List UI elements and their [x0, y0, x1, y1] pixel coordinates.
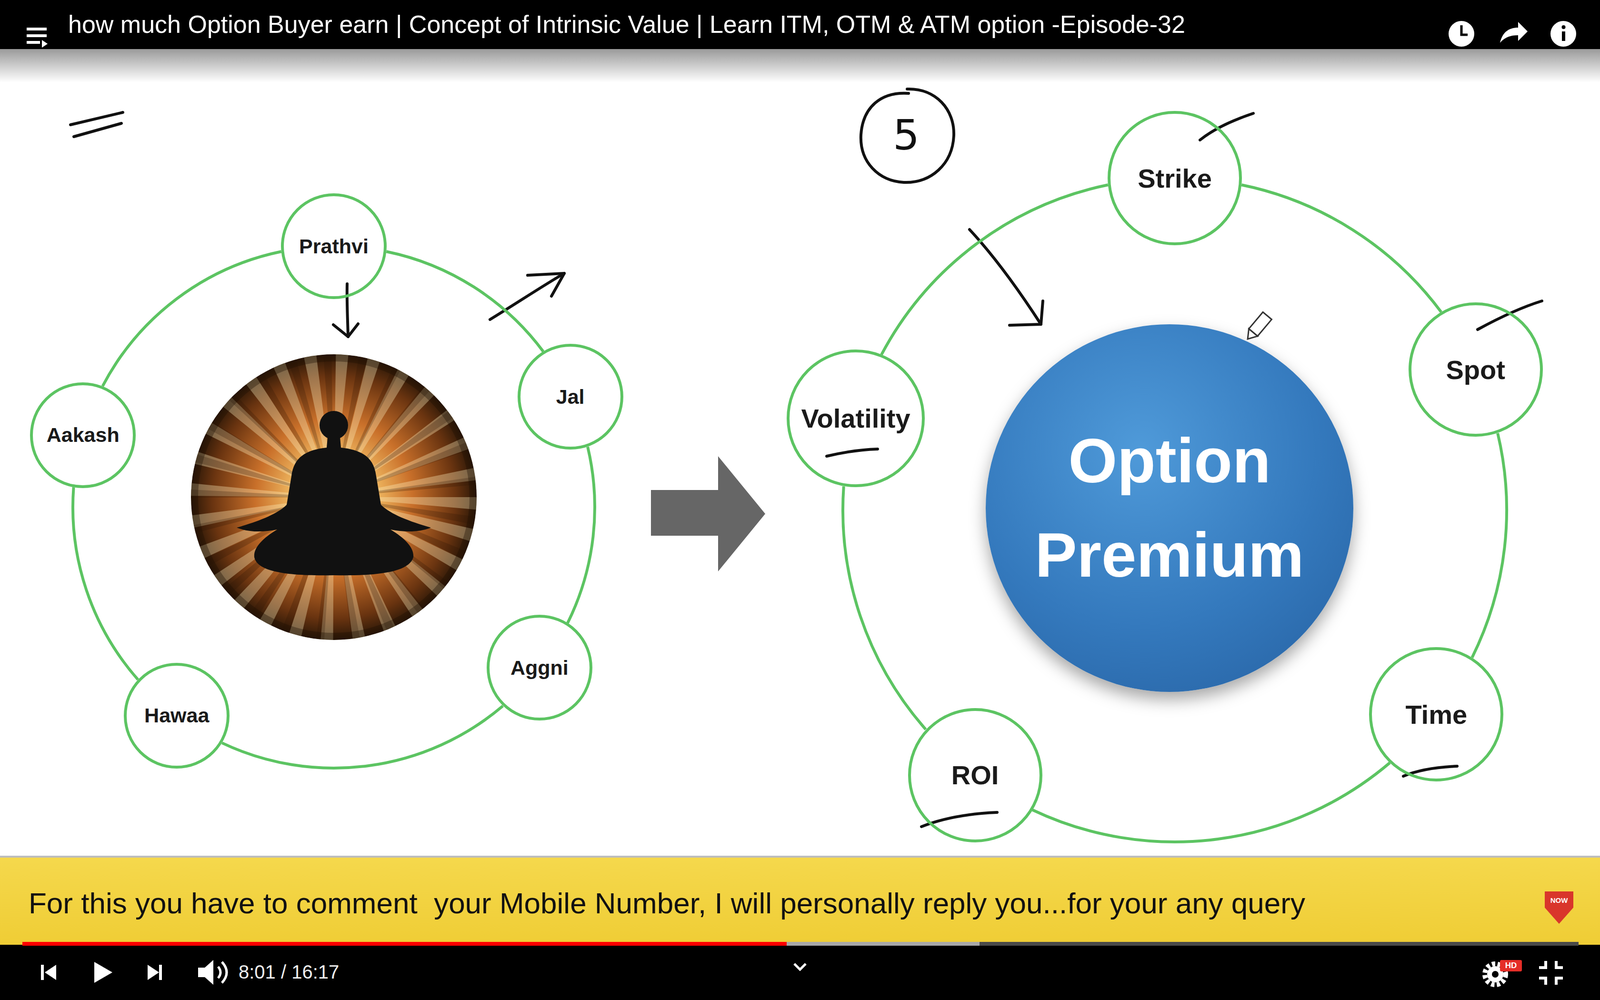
node-text-stack: Prathvi [299, 234, 369, 259]
element-circle: Hawaa [123, 662, 230, 769]
logo-shield [1544, 891, 1574, 924]
element-label: Prathvi [299, 234, 369, 259]
element-circle: Volatility [786, 349, 925, 488]
clock-icon [1448, 20, 1475, 47]
element-circle: Aakash [30, 382, 136, 489]
callout-number: 5 [882, 108, 930, 162]
node-text-stack: Option Premium [1002, 413, 1337, 603]
ring-arc [221, 706, 503, 769]
node-text-stack: Volatility [800, 402, 910, 434]
element-label: Hawaa [144, 703, 210, 728]
element-label: ROI [951, 759, 1000, 791]
progress-track [22, 941, 1579, 946]
ring-arc [1471, 433, 1507, 658]
node-text-stack: Aakash [46, 423, 120, 447]
progress-buffer [22, 941, 980, 946]
element-circle: Aggni [486, 614, 593, 721]
element-label: Strike [1137, 162, 1212, 194]
ring-arc [1032, 762, 1390, 842]
element-label: Spot [1445, 354, 1505, 386]
banner-text: For this you have to comment your Mobile… [28, 886, 1306, 920]
ring-arc [102, 251, 282, 387]
element-circle: Jal [517, 343, 624, 450]
node-text-stack: Aggni [510, 656, 569, 680]
element-circle: Strike [1107, 110, 1242, 246]
meditation-picture [190, 354, 477, 640]
logo-text: NOW [1544, 895, 1574, 906]
info-icon [1550, 20, 1577, 47]
ring-arc [881, 184, 1109, 355]
node-text-stack: Strike [1137, 162, 1212, 194]
player-icons [40, 960, 1563, 985]
element-label: Volatility [800, 402, 910, 434]
element-circle: Spot [1408, 302, 1543, 437]
element-label: Time [1405, 699, 1468, 730]
premium-circle: Option Premium [985, 324, 1354, 692]
ring-arc [1241, 184, 1441, 312]
ring-arc [386, 251, 543, 352]
video-title: how much Option Buyer earn | Concept of … [68, 9, 1186, 40]
premium-label: Option Premium [1002, 413, 1337, 603]
node-text-stack: Time [1405, 699, 1468, 730]
top-shade [0, 49, 1600, 83]
node-text-stack: ROI [951, 759, 1000, 791]
element-label: Jal [556, 385, 585, 409]
playlist-icon [26, 27, 48, 48]
pen-marks [70, 89, 1542, 827]
big-arrow [650, 456, 766, 572]
pencil-cursor [1243, 311, 1272, 343]
ring-arc [842, 486, 926, 730]
share-icon [1500, 21, 1528, 43]
node-text-stack: Jal [556, 385, 585, 409]
progress-played [22, 941, 787, 946]
hd-badge: HD [1500, 960, 1522, 972]
ring-arc [72, 487, 139, 680]
node-text-stack: Hawaa [144, 703, 210, 728]
time-display: 8:01 / 16:17 [238, 961, 340, 983]
element-circle: Time [1369, 647, 1504, 782]
ring-arc [567, 446, 595, 623]
element-label: Aakash [46, 423, 120, 447]
element-circle: ROI [908, 708, 1043, 843]
node-text-stack: Spot [1445, 354, 1505, 386]
element-label: Aggni [510, 656, 569, 680]
element-circle: Prathvi [280, 193, 387, 300]
